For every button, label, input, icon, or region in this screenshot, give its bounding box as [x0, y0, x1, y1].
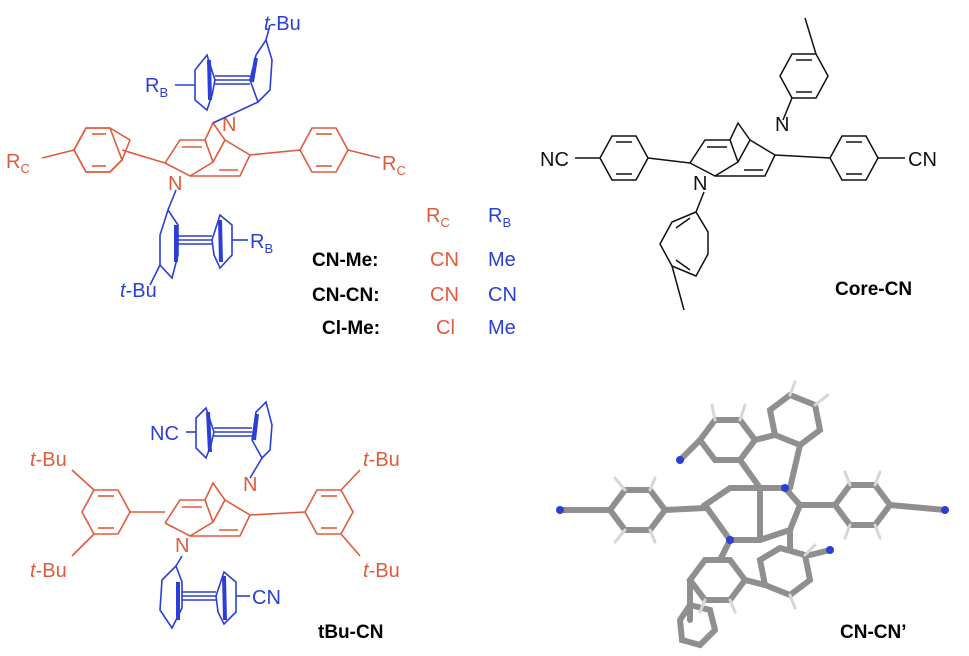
core-cn-caption: Core-CN [835, 279, 912, 300]
cn-bottom-label: CN [252, 587, 281, 609]
table-row-name: CN-CN: [312, 285, 380, 306]
panel-c-structure: N N [71, 469, 361, 557]
cn-right-label: CN [908, 149, 937, 171]
table-header-rb: RB [488, 205, 511, 230]
tbu-left-top: t-Bu [30, 449, 67, 471]
nc-left-label: NC [540, 149, 569, 171]
core-nitrogen-top: N [775, 114, 789, 136]
tbu-cn-caption: tBu-CN [318, 622, 383, 643]
tbu-cn-nitrogen-bottom: N [175, 535, 189, 557]
tbu-bottom-label: t-Bu [120, 280, 157, 302]
table-row-name: CN-Me: [312, 250, 379, 271]
substituent-table: RC RB CN-Me: CN Me CN-CN: CN CN Cl-Me: C… [312, 205, 517, 339]
pyrrolopyrrole-core [164, 121, 252, 177]
table-row-rb: Me [488, 249, 516, 271]
nitrogen-label-bottom: N [168, 173, 182, 195]
panel-b-structure: N N NC CN [540, 17, 937, 311]
tbu-right-bottom: t-Bu [363, 560, 400, 582]
rc-left-label: RC [6, 151, 30, 176]
tbu-left-bottom: t-Bu [30, 560, 67, 582]
panel-a-structure: N N RC RC [6, 13, 406, 302]
bottom-bridge [149, 189, 248, 286]
table-row-rc: Cl [436, 317, 455, 339]
crystal-structure-render [557, 391, 948, 649]
table-row-rb: Me [488, 317, 516, 339]
tbu-cn-nitrogen-top: N [243, 474, 257, 496]
rb-bottom-label: RB [250, 231, 273, 256]
tbu-top-label: t-Bu [264, 13, 301, 35]
render-hydrogens [613, 380, 882, 614]
core-nitrogen-bottom: N [693, 173, 707, 195]
table-row-rc: CN [430, 249, 459, 271]
table-row-rc: CN [430, 284, 459, 306]
nitrogen-label-top: N [222, 114, 236, 136]
table-row-name: Cl-Me: [322, 318, 380, 339]
panel-c-bridges [159, 400, 273, 630]
table-row-rb: CN [488, 284, 517, 306]
top-bridge [175, 24, 273, 124]
tbu-right-top: t-Bu [363, 449, 400, 471]
render-nitrogens [556, 456, 949, 554]
table-header-rc: RC [426, 205, 450, 230]
cn-cn-prime-caption: CN-CN’ [840, 622, 907, 643]
rc-right-label: RC [382, 153, 406, 178]
rb-top-label: RB [145, 75, 168, 100]
right-phenyl [249, 127, 381, 173]
left-phenyl [41, 127, 166, 173]
nc-top-label: NC [150, 423, 179, 445]
